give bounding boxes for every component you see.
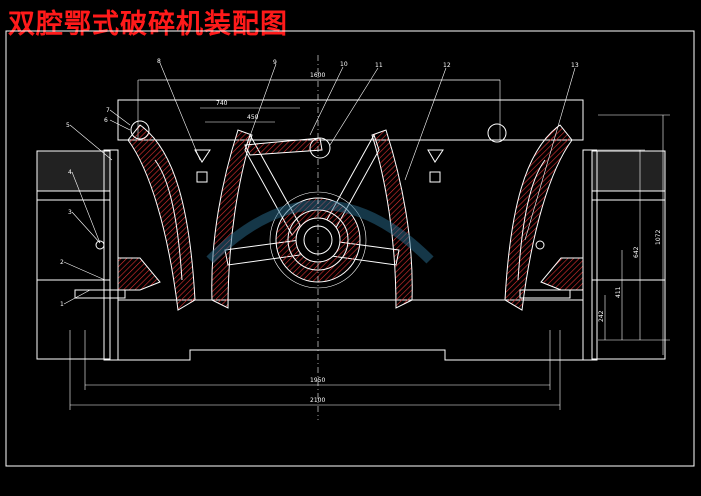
dim-1072: 1072 (655, 230, 662, 245)
leader-lines (63, 62, 576, 305)
part-number-12: 12 (443, 62, 451, 69)
drawing-frame (5, 30, 695, 467)
part-number-13: 13 (571, 62, 579, 69)
dim-2100: 2100 (310, 397, 325, 404)
part-number-4: 4 (68, 169, 72, 176)
right-toggle-block (519, 257, 584, 299)
dim-642: 642 (633, 246, 640, 258)
part-number-3: 3 (68, 209, 72, 216)
dim-450: 450 (247, 114, 259, 121)
part-number-6: 6 (104, 117, 108, 124)
dim-411: 411 (615, 286, 622, 298)
machine-base (117, 299, 584, 361)
left-outer-jaw (127, 120, 196, 311)
right-outer-jaw (487, 123, 573, 311)
top-linkage (244, 137, 331, 159)
watermark-logo (206, 200, 434, 264)
part-number-11: 11 (375, 62, 383, 69)
part-number-2: 2 (60, 259, 64, 266)
part-number-1: 1 (60, 301, 64, 308)
right-frame-wall (582, 149, 666, 361)
part-number-9: 9 (273, 59, 277, 66)
part-number-7: 7 (106, 107, 110, 114)
left-frame-wall (36, 149, 119, 361)
drawing-title: 双腔鄂式破碎机装配图 (8, 9, 288, 40)
dim-740: 740 (216, 100, 228, 107)
part-number-8: 8 (157, 58, 161, 65)
dim-1950: 1950 (310, 377, 325, 384)
left-toggle-block (74, 257, 161, 299)
part-number-5: 5 (66, 122, 70, 129)
dim-1600: 1600 (310, 72, 325, 79)
dim-242: 242 (598, 310, 605, 322)
dimension-lines (69, 79, 670, 410)
part-number-10: 10 (340, 61, 348, 68)
